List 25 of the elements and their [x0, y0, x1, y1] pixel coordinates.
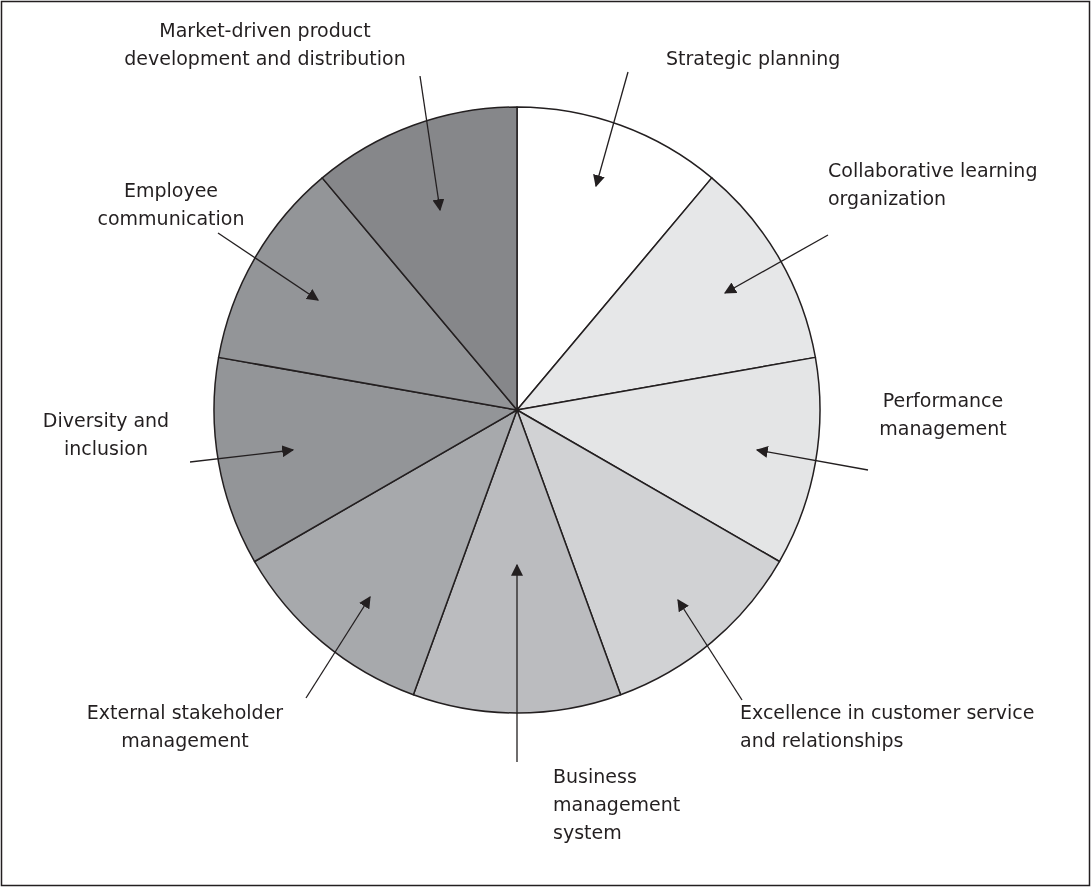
slice-label: Strategic planning: [666, 44, 886, 72]
leader-line: [419, 75, 445, 212]
slice-label: Performance management: [868, 386, 1018, 442]
leader-line: [593, 71, 629, 188]
pie-slice: [516, 177, 817, 411]
slice-label: Diversity and inclusion: [16, 406, 196, 462]
leader-line: [305, 596, 371, 699]
leader-line: [723, 234, 829, 294]
slice-label: External stakeholder management: [60, 698, 310, 754]
pie-slice: [253, 409, 518, 696]
slice-label: Market-driven product development and distribution: [120, 16, 410, 72]
pie-slice: [321, 106, 518, 411]
pie-slice: [516, 409, 781, 696]
leader-line: [755, 446, 869, 471]
pie-slice: [516, 356, 821, 563]
leader-line: [677, 599, 743, 701]
slice-label: Business management system: [553, 762, 683, 846]
leader-line: [217, 232, 319, 301]
leader-line: [189, 445, 295, 463]
slice-label: Excellence in customer service and relationships: [740, 698, 1070, 754]
pie-slice: [412, 409, 622, 714]
slice-label: Employee communication: [96, 176, 246, 232]
leader-line: [511, 563, 523, 763]
slice-label: Collaborative learning organization: [828, 156, 1068, 212]
pie-slice: [213, 356, 518, 563]
